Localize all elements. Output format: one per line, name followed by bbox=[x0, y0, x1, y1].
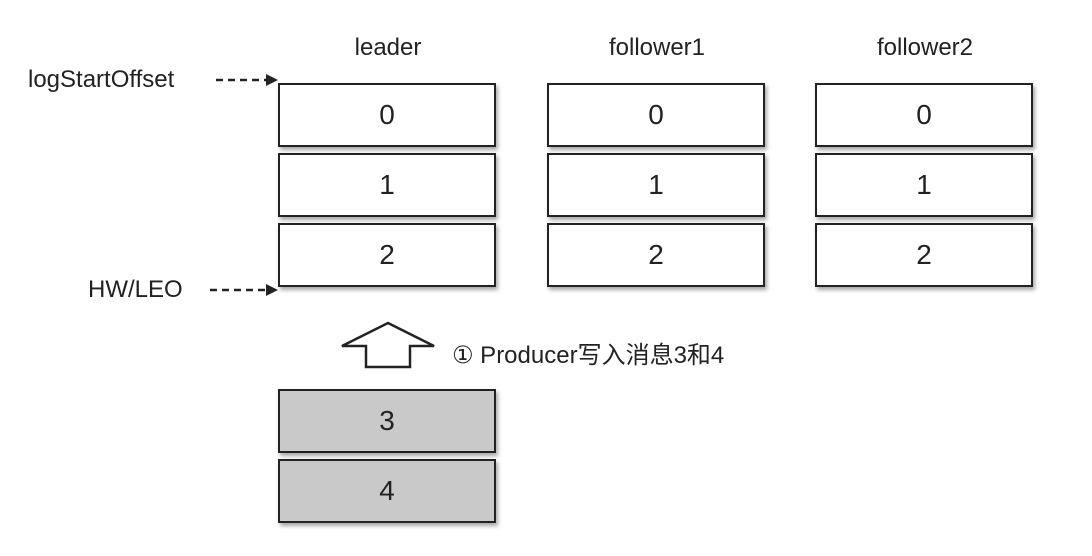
leader-cell: 1 bbox=[278, 153, 496, 217]
follower2-cell: 0 bbox=[815, 83, 1033, 147]
incoming-message-cell: 3 bbox=[278, 389, 496, 453]
follower1-title: follower1 bbox=[608, 34, 706, 61]
follower2-cell: 2 bbox=[815, 223, 1033, 287]
hw-leo-label: HW/LEO bbox=[88, 276, 183, 303]
leader-cell: 0 bbox=[278, 83, 496, 147]
leader-title: leader bbox=[354, 34, 422, 61]
producer-note: ① Producer写入消息3和4 bbox=[452, 342, 725, 369]
follower1-cell: 2 bbox=[547, 223, 765, 287]
up-arrow-icon bbox=[341, 321, 435, 369]
follower1-cell: 0 bbox=[547, 83, 765, 147]
log-start-offset-arrow bbox=[216, 74, 278, 86]
follower2-title: follower2 bbox=[876, 34, 974, 61]
incoming-message-cell: 4 bbox=[278, 459, 496, 523]
leader-cell: 2 bbox=[278, 223, 496, 287]
follower2-cell: 1 bbox=[815, 153, 1033, 217]
follower1-cell: 1 bbox=[547, 153, 765, 217]
hw-leo-arrow bbox=[210, 284, 278, 296]
log-start-offset-label: logStartOffset bbox=[28, 66, 175, 93]
